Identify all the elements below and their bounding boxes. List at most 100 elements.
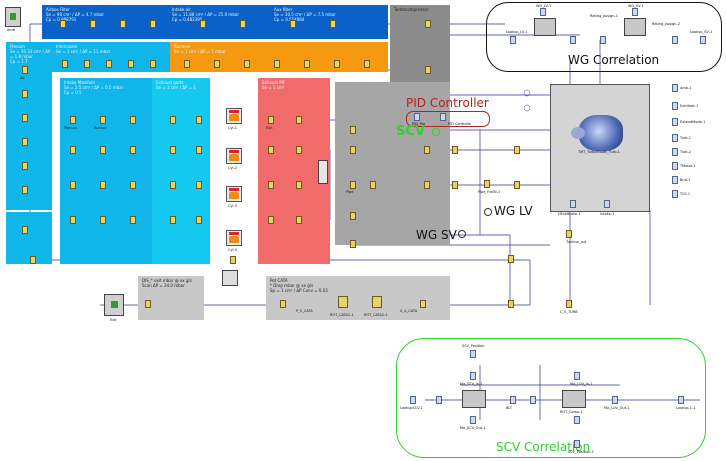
pid-block-a[interactable] xyxy=(414,113,420,121)
wg-corr-block[interactable] xyxy=(570,36,576,44)
scv-corr-block[interactable] xyxy=(612,396,618,404)
pipe-block[interactable] xyxy=(196,146,202,154)
aux-block-extendmode[interactable] xyxy=(672,118,678,126)
scv-corr-box-2[interactable] xyxy=(562,390,586,408)
pipe-block[interactable] xyxy=(90,20,96,28)
pipe-block[interactable] xyxy=(22,114,28,122)
pipe-block[interactable] xyxy=(128,60,134,68)
scv-corr-block[interactable] xyxy=(410,396,416,404)
pipe-block[interactable] xyxy=(184,60,190,68)
cata-block-1[interactable] xyxy=(338,296,348,308)
pipe-block[interactable] xyxy=(296,181,302,189)
pipe-block[interactable] xyxy=(214,60,220,68)
cylinder-3[interactable] xyxy=(226,186,242,202)
pipe-block[interactable] xyxy=(100,181,106,189)
scv-corr-block[interactable] xyxy=(574,372,580,380)
wg-corr-block[interactable] xyxy=(540,8,546,16)
pipe-block[interactable] xyxy=(100,146,106,154)
wg-corr-block[interactable] xyxy=(632,8,638,16)
aux-block-tcs[interactable] xyxy=(672,190,678,198)
pipe-block[interactable] xyxy=(106,60,112,68)
pipe-block[interactable] xyxy=(130,216,136,224)
pipe-block[interactable] xyxy=(350,146,356,154)
c-e-turb-block[interactable] xyxy=(566,300,572,308)
pipe-block[interactable] xyxy=(170,216,176,224)
pid-block-b[interactable] xyxy=(440,113,446,121)
wg-corr-block[interactable] xyxy=(510,36,516,44)
pipe-block[interactable] xyxy=(280,300,286,308)
exit-block[interactable] xyxy=(104,294,124,316)
exhaust-junction-box[interactable] xyxy=(318,160,328,184)
pipe-block[interactable] xyxy=(70,146,76,154)
pipe-block[interactable] xyxy=(22,90,28,98)
pipe-block[interactable] xyxy=(330,20,336,28)
pipe-block[interactable] xyxy=(508,255,514,263)
scv-corr-block[interactable] xyxy=(530,396,536,404)
scv-corr-block[interactable] xyxy=(574,440,580,448)
pipe-block[interactable] xyxy=(268,216,274,224)
pipe-block[interactable] xyxy=(334,60,340,68)
pipe-block[interactable] xyxy=(150,20,156,28)
pipe-block[interactable] xyxy=(170,181,176,189)
pipe-block[interactable] xyxy=(420,300,426,308)
pipe-block[interactable] xyxy=(296,116,302,124)
aux-block-turb1[interactable] xyxy=(672,134,678,142)
pipe-block[interactable] xyxy=(200,20,206,28)
cylinder-2[interactable] xyxy=(226,148,242,164)
pipe-block[interactable] xyxy=(350,181,356,189)
pipe-block[interactable] xyxy=(22,162,28,170)
pipe-block[interactable] xyxy=(170,116,176,124)
wg-corr-box-1[interactable] xyxy=(534,18,556,36)
pipe-block[interactable] xyxy=(296,146,302,154)
pipe-block[interactable] xyxy=(508,300,514,308)
pipe-block[interactable] xyxy=(22,226,28,234)
pipe-block[interactable] xyxy=(30,256,36,264)
pipe-block[interactable] xyxy=(452,146,458,154)
pipe-block[interactable] xyxy=(514,181,520,189)
pipe-block[interactable] xyxy=(274,60,280,68)
turbo-model-block[interactable] xyxy=(550,84,650,212)
scv-corr-block[interactable] xyxy=(470,416,476,424)
pipe-block[interactable] xyxy=(424,146,430,154)
scv-corr-block[interactable] xyxy=(470,350,476,358)
pipe-block[interactable] xyxy=(100,216,106,224)
scv-corr-block[interactable] xyxy=(436,396,442,404)
pipe-block[interactable] xyxy=(290,20,296,28)
turbine-out-block[interactable] xyxy=(566,230,572,238)
aux-block-bnd[interactable] xyxy=(672,176,678,184)
wg-corr-block[interactable] xyxy=(600,36,606,44)
pipe-block[interactable] xyxy=(425,66,431,74)
scv-valve-icon[interactable] xyxy=(432,128,440,136)
pipe-block[interactable] xyxy=(268,146,274,154)
pipe-block[interactable] xyxy=(350,126,356,134)
cata-block-2[interactable] xyxy=(372,296,382,308)
pipe-block[interactable] xyxy=(268,181,274,189)
pipe-block[interactable] xyxy=(230,256,236,264)
pipe-block[interactable] xyxy=(22,138,28,146)
aux-block-intake[interactable] xyxy=(604,200,610,208)
wg-sv-valve-icon[interactable] xyxy=(458,230,466,238)
pipe-block[interactable] xyxy=(100,116,106,124)
pipe-block[interactable] xyxy=(170,146,176,154)
pipe-block[interactable] xyxy=(304,60,310,68)
pipe-block[interactable] xyxy=(22,186,28,194)
pipe-block[interactable] xyxy=(145,300,151,308)
pipe-block[interactable] xyxy=(370,181,376,189)
pipe-block[interactable] xyxy=(296,216,302,224)
aux-block-hexhbrake[interactable] xyxy=(570,200,576,208)
wg-lv-valve-icon[interactable] xyxy=(484,208,492,216)
pipe-block[interactable] xyxy=(22,66,28,74)
pipe-block[interactable] xyxy=(70,116,76,124)
pipe-block[interactable] xyxy=(514,146,520,154)
pipe-block[interactable] xyxy=(196,181,202,189)
pipe-block[interactable] xyxy=(424,181,430,189)
scv-corr-box-1[interactable] xyxy=(462,390,486,408)
pipe-block[interactable] xyxy=(452,181,458,189)
pipe-block[interactable] xyxy=(150,60,156,68)
pipe-flwto-block[interactable] xyxy=(484,180,490,188)
scv-corr-block[interactable] xyxy=(510,396,516,404)
pipe-block[interactable] xyxy=(130,146,136,154)
wg-corr-box-2[interactable] xyxy=(624,18,646,36)
scv-corr-block[interactable] xyxy=(574,416,580,424)
pipe-block[interactable] xyxy=(60,20,66,28)
